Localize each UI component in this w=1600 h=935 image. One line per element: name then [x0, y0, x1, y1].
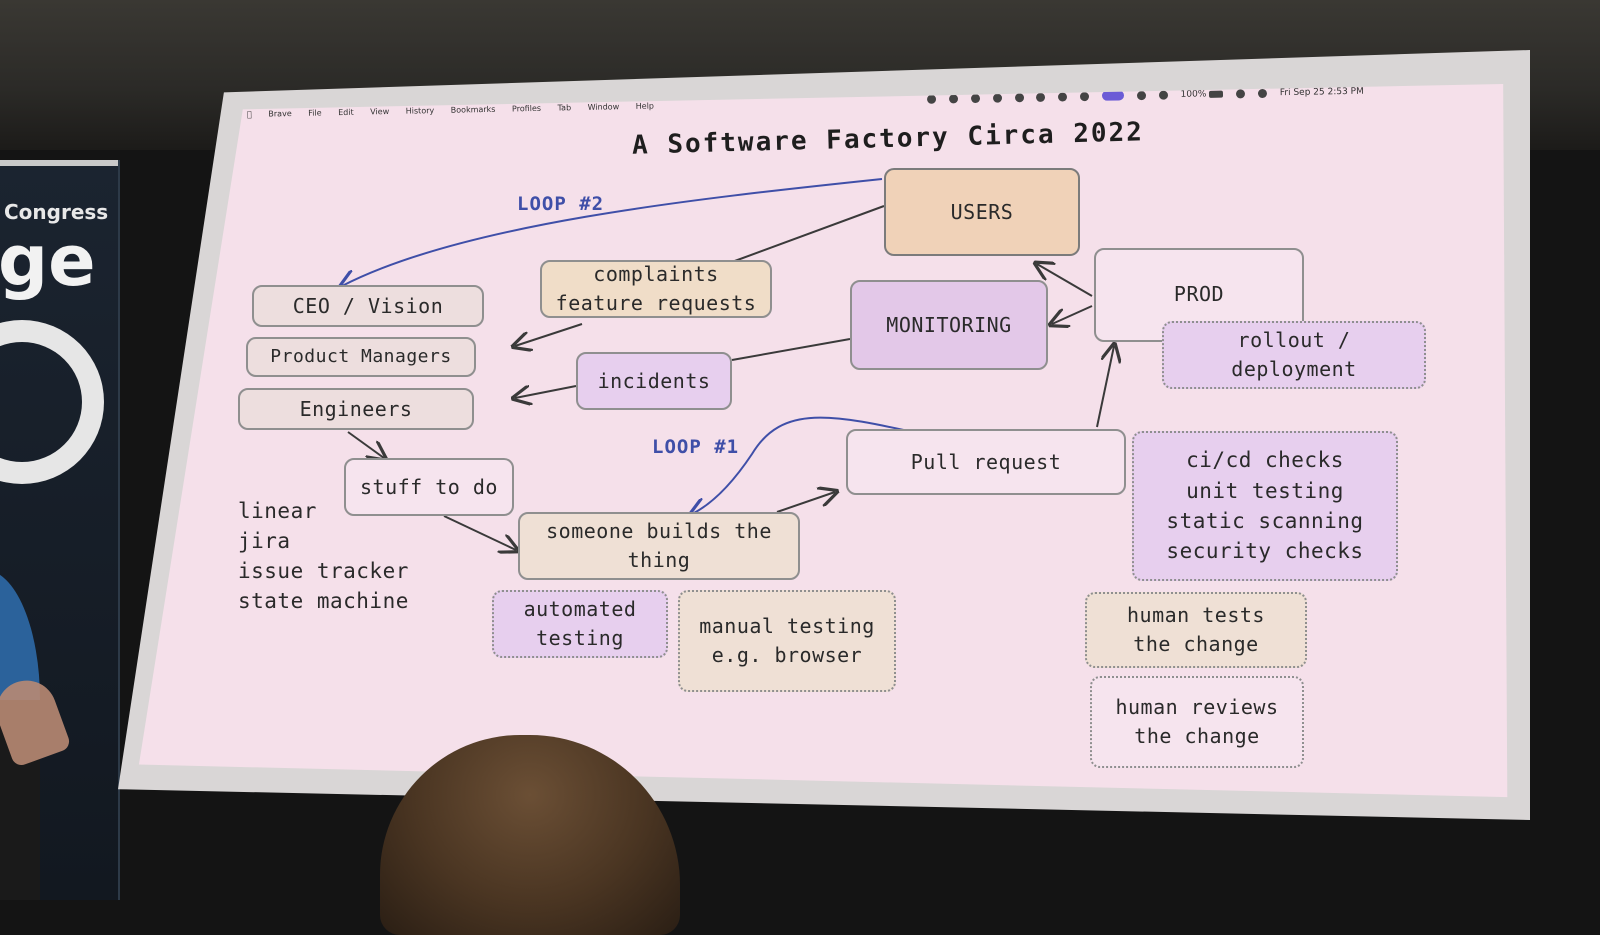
users-box: USERS: [884, 168, 1080, 256]
monitoring-box: MONITORING: [850, 280, 1048, 370]
incidents-to-engineers-arrow: [515, 385, 577, 398]
loop2-label: LOOP #2: [517, 193, 605, 215]
human-reviews-box: human reviews the change: [1090, 676, 1304, 768]
someone-builds-box: someone builds the thing: [518, 512, 800, 580]
banner-top-bar: [0, 160, 118, 166]
conference-banner: Congress ge: [0, 160, 120, 900]
prod-to-monitoring-arrow: [1052, 305, 1093, 324]
diagram-arrows: [132, 178, 1517, 808]
engineers-box: Engineers: [238, 388, 474, 430]
rollout-deployment-box: rollout / deployment: [1162, 321, 1426, 389]
tools-note: linear jira issue tracker state machine: [238, 499, 409, 613]
complaints-box: complaints feature requests: [540, 260, 772, 318]
banner-congress-text: Congress: [4, 200, 109, 224]
banner-ring-graphic: [0, 320, 104, 484]
pull-request-box: Pull request: [846, 429, 1126, 495]
loop1-arrow: [692, 416, 923, 514]
loop2-arrow: [342, 178, 883, 286]
builds-to-pr-arrow: [776, 492, 835, 513]
automated-testing-box: automated testing: [492, 590, 668, 658]
loop1-label: LOOP #1: [652, 436, 740, 458]
product-managers-box: Product Managers: [246, 337, 476, 377]
engineers-to-stuff-arrow: [347, 431, 384, 458]
pr-to-prod-arrow: [1096, 346, 1114, 428]
banner-large-text: ge: [0, 220, 96, 302]
stuff-to-do-box: stuff to do: [344, 458, 514, 516]
manual-testing-box: manual testing e.g. browser: [678, 590, 896, 692]
incidents-box: incidents: [576, 352, 732, 410]
projected-slide:  Brave File Edit View History Bookmarks…: [132, 84, 1517, 808]
users-to-complaints-line: [731, 205, 885, 263]
complaints-to-pm-arrow: [515, 323, 583, 346]
human-tests-box: human tests the change: [1085, 592, 1307, 668]
ceo-vision-box: CEO / Vision: [252, 285, 484, 327]
ci-cd-checks-box: ci/cd checks unit testing static scannin…: [1132, 431, 1398, 581]
monitoring-to-incidents-line: [731, 338, 851, 361]
stuff-to-builds-arrow: [443, 515, 516, 550]
prod-to-users-arrow: [1037, 264, 1093, 297]
